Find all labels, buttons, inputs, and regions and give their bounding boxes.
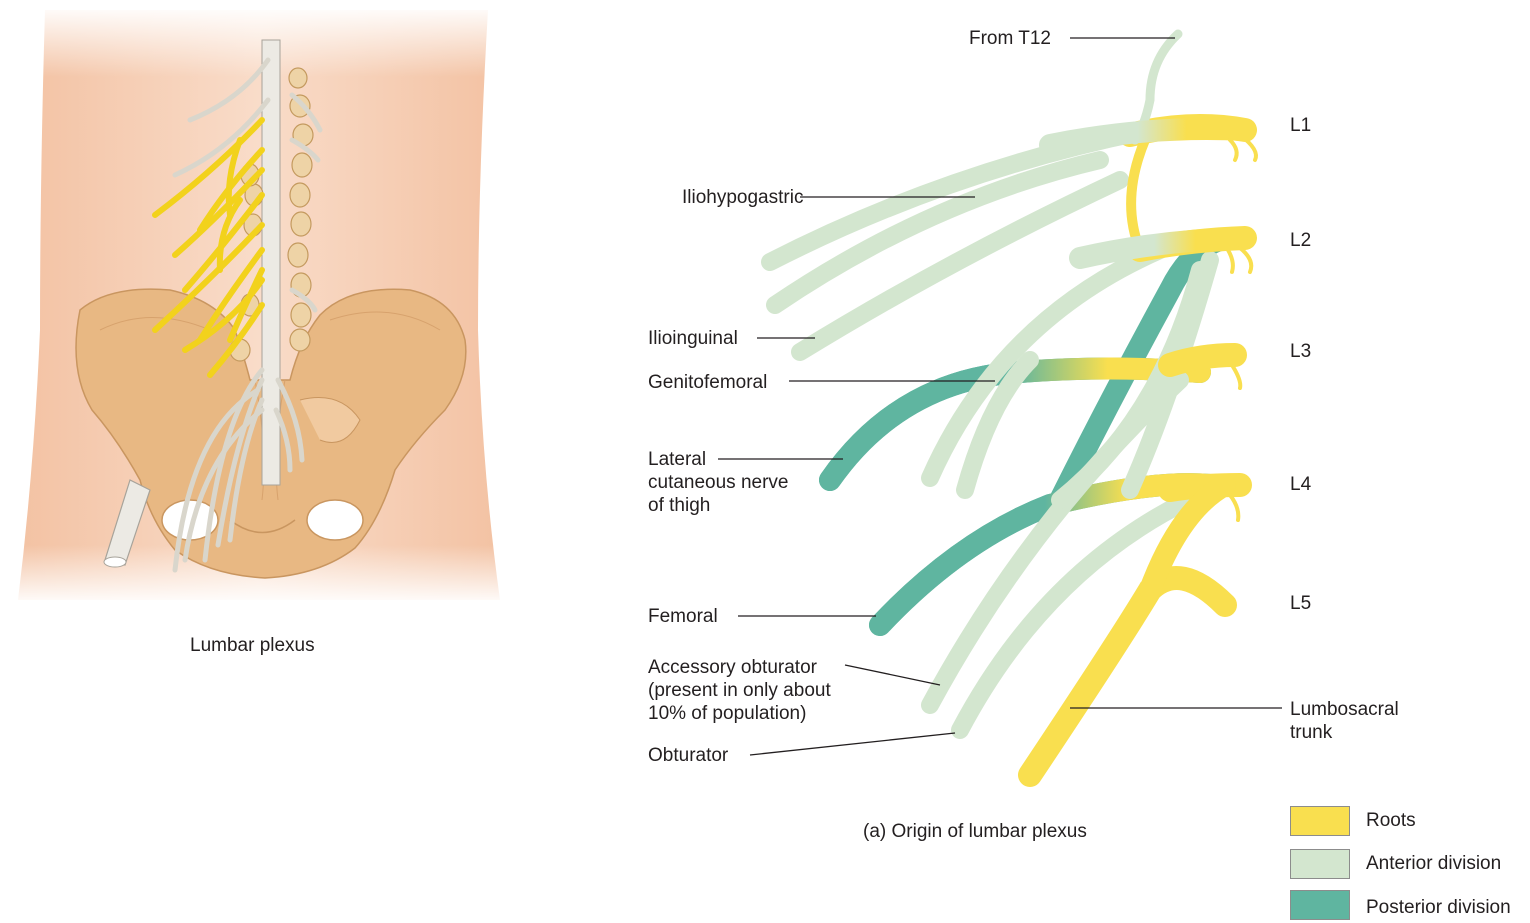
label-lumbosacral-trunk: Lumbosacral trunk <box>1290 698 1399 744</box>
legend-swatch-anterior-division <box>1290 849 1350 879</box>
label-l5: L5 <box>1290 592 1311 615</box>
label-ilioinguinal: Ilioinguinal <box>648 327 738 350</box>
label-genitofemoral: Genitofemoral <box>648 371 767 394</box>
right-caption: (a) Origin of lumbar plexus <box>863 820 1087 843</box>
label-accessory-obturator: Accessory obturator (present in only abo… <box>648 656 831 725</box>
legend-label-posterior-division: Posterior division <box>1366 896 1511 919</box>
label-obturator: Obturator <box>648 744 728 767</box>
label-from-t12: From T12 <box>969 27 1051 50</box>
label-l1: L1 <box>1290 114 1311 137</box>
label-iliohypogastric: Iliohypogastric <box>682 186 803 209</box>
legend-label-anterior-division: Anterior division <box>1366 852 1501 875</box>
label-lateral-cutaneous-nerve: Lateral cutaneous nerve of thigh <box>648 448 789 517</box>
label-l4: L4 <box>1290 473 1311 496</box>
label-l3: L3 <box>1290 340 1311 363</box>
legend-swatch-roots <box>1290 806 1350 836</box>
plexus-schematic <box>770 34 1256 775</box>
label-femoral: Femoral <box>648 605 718 628</box>
label-l2: L2 <box>1290 229 1311 252</box>
left-caption: Lumbar plexus <box>190 634 315 657</box>
legend-label-roots: Roots <box>1366 809 1416 832</box>
legend-swatch-posterior-division <box>1290 890 1350 920</box>
